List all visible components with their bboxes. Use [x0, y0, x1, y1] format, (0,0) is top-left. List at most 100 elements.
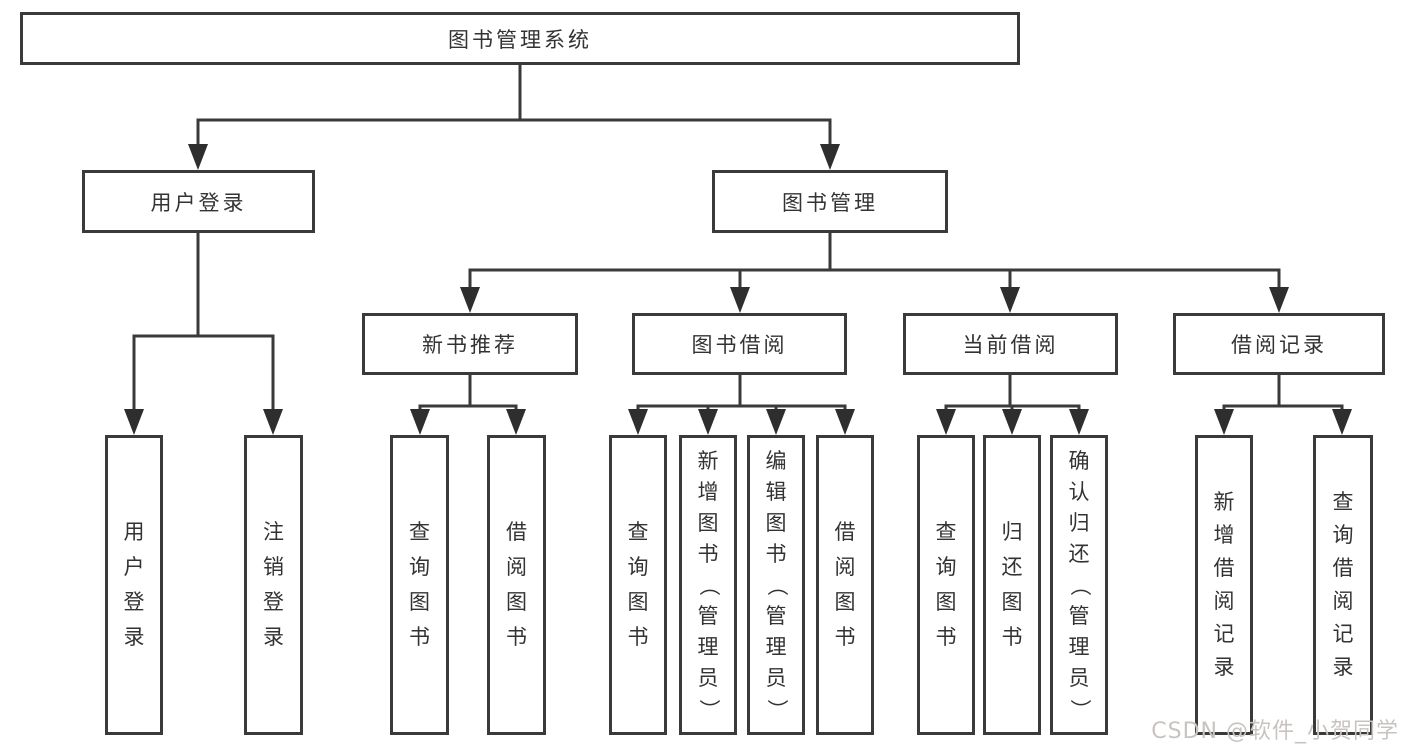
node-label-char: 注 — [263, 520, 284, 544]
arrowhead-down-icon — [410, 409, 430, 435]
arrowhead-down-icon — [1214, 409, 1234, 435]
node-label-char: 书 — [627, 625, 649, 649]
node-label-char: ） — [1067, 698, 1092, 720]
node-label-char: （ — [1067, 574, 1092, 596]
arrowhead-down-icon — [820, 144, 840, 170]
arrowhead-down-icon — [1332, 409, 1352, 435]
node-label: 查询图书 — [936, 438, 957, 732]
node-label-char: 确 — [1068, 448, 1090, 473]
node-label: 确认归还 （ 管理员 ） — [1067, 438, 1092, 732]
node-label-char: 图 — [834, 590, 856, 614]
arrowhead-down-icon — [936, 409, 956, 435]
node-label-char: 新 — [1213, 490, 1235, 514]
node-label-char: 阅 — [506, 555, 527, 579]
node-label-char: （ — [696, 574, 721, 596]
arrowhead-down-icon — [835, 409, 855, 435]
node-label: 图书借阅 — [691, 333, 788, 357]
node-label-char: 书 — [935, 625, 957, 649]
node-label-char: 书 — [409, 625, 430, 649]
node-label-char: 图 — [765, 510, 787, 535]
node-label-char: 编 — [765, 448, 787, 473]
node-label-char: 登 — [123, 590, 145, 614]
node-label-char: 查 — [1332, 490, 1354, 514]
node-label-char: 书 — [834, 625, 856, 649]
node-label-char: 借 — [1332, 556, 1354, 580]
node-label-char: 查 — [935, 520, 957, 544]
node-leaf-user-login: 用户登录 — [105, 435, 163, 735]
node-label-char: 阅 — [1332, 589, 1354, 613]
node-label: 注销登录 — [263, 438, 284, 732]
node-label-char: 书 — [765, 541, 787, 566]
node-label-char: 借 — [1213, 556, 1235, 580]
node-label-char: 归 — [1001, 520, 1023, 544]
node-label-char: 书 — [697, 541, 719, 566]
node-label: 查询图书 — [409, 438, 430, 732]
node-leaf-nbr-query: 查询图书 — [390, 435, 449, 735]
node-leaf-logout: 注销登录 — [244, 435, 303, 735]
node-label: 新书推荐 — [422, 333, 518, 357]
node-label-char: 管 — [1068, 603, 1090, 628]
node-user-login: 用户登录 — [82, 170, 315, 233]
node-new-book-recommend: 新书推荐 — [362, 313, 578, 375]
node-leaf-bb-edit: 编辑图书（管理员） — [747, 435, 805, 735]
node-label-char: 录 — [1332, 655, 1354, 679]
node-label-char: 查 — [409, 520, 430, 544]
node-label-char: ） — [696, 698, 721, 720]
node-label-char: 户 — [123, 555, 145, 579]
node-label: 查询借阅记录 — [1333, 438, 1354, 732]
node-label-char: 归 — [1068, 510, 1090, 535]
node-label: 借阅图书 — [835, 438, 856, 732]
node-leaf-bb-borrow: 借阅图书 — [816, 435, 874, 735]
node-label-char: 借 — [834, 520, 856, 544]
node-label-char: 录 — [1213, 655, 1235, 679]
node-book-management: 图书管理 — [712, 170, 948, 233]
node-leaf-bb-query: 查询图书 — [609, 435, 667, 735]
node-label: 图书管理系统 — [448, 27, 592, 52]
node-label: 借阅记录 — [1231, 333, 1327, 357]
arrowhead-down-icon — [124, 409, 144, 435]
node-label-char: 员 — [697, 665, 719, 690]
arrowhead-down-icon — [628, 409, 648, 435]
node-label-char: 辑 — [765, 479, 787, 504]
node-label-char: 理 — [765, 634, 787, 659]
node-label: 图书管理 — [782, 190, 878, 215]
node-label-char: 员 — [1068, 665, 1090, 690]
node-label-char: （ — [764, 574, 789, 596]
node-label-char: 录 — [263, 625, 284, 649]
node-label: 用户登录 — [150, 190, 247, 215]
node-label-char: 理 — [697, 634, 719, 659]
arrowhead-down-icon — [263, 409, 283, 435]
node-label-char: 借 — [506, 520, 527, 544]
node-leaf-cb-query: 查询图书 — [917, 435, 975, 735]
node-label-char: 书 — [1001, 625, 1023, 649]
node-leaf-br-query: 查询借阅记录 — [1313, 435, 1373, 735]
node-label: 编辑图书（管理员） — [764, 438, 789, 732]
node-label-char: 还 — [1068, 541, 1090, 566]
node-label: 借阅图书 — [506, 438, 527, 732]
node-label-char: 询 — [409, 555, 430, 579]
node-label-char: 录 — [123, 625, 145, 649]
arrowhead-down-icon — [188, 144, 208, 170]
node-book-borrowing: 图书借阅 — [632, 313, 847, 375]
node-root: 图书管理系统 — [20, 12, 1020, 65]
node-label-char: 图 — [935, 590, 957, 614]
arrowhead-down-icon — [1269, 287, 1289, 313]
node-label: 归还图书 — [1002, 438, 1023, 732]
arrowhead-down-icon — [730, 287, 750, 313]
node-label-char: 增 — [1213, 523, 1235, 547]
node-leaf-cb-confirm: 确认归还 （ 管理员 ） — [1050, 435, 1108, 735]
node-label-char: 询 — [935, 555, 957, 579]
node-label-char: 记 — [1213, 622, 1235, 646]
node-label-char: 认 — [1068, 479, 1090, 504]
node-label-char: ） — [764, 698, 789, 720]
arrowhead-down-icon — [460, 287, 480, 313]
node-label-char: 理 — [1068, 634, 1090, 659]
node-label-char: 销 — [263, 555, 284, 579]
node-label-char: 记 — [1332, 622, 1354, 646]
node-label-char: 图 — [697, 510, 719, 535]
node-label-char: 增 — [697, 479, 719, 504]
node-label-char: 询 — [627, 555, 649, 579]
arrowhead-down-icon — [1002, 409, 1022, 435]
